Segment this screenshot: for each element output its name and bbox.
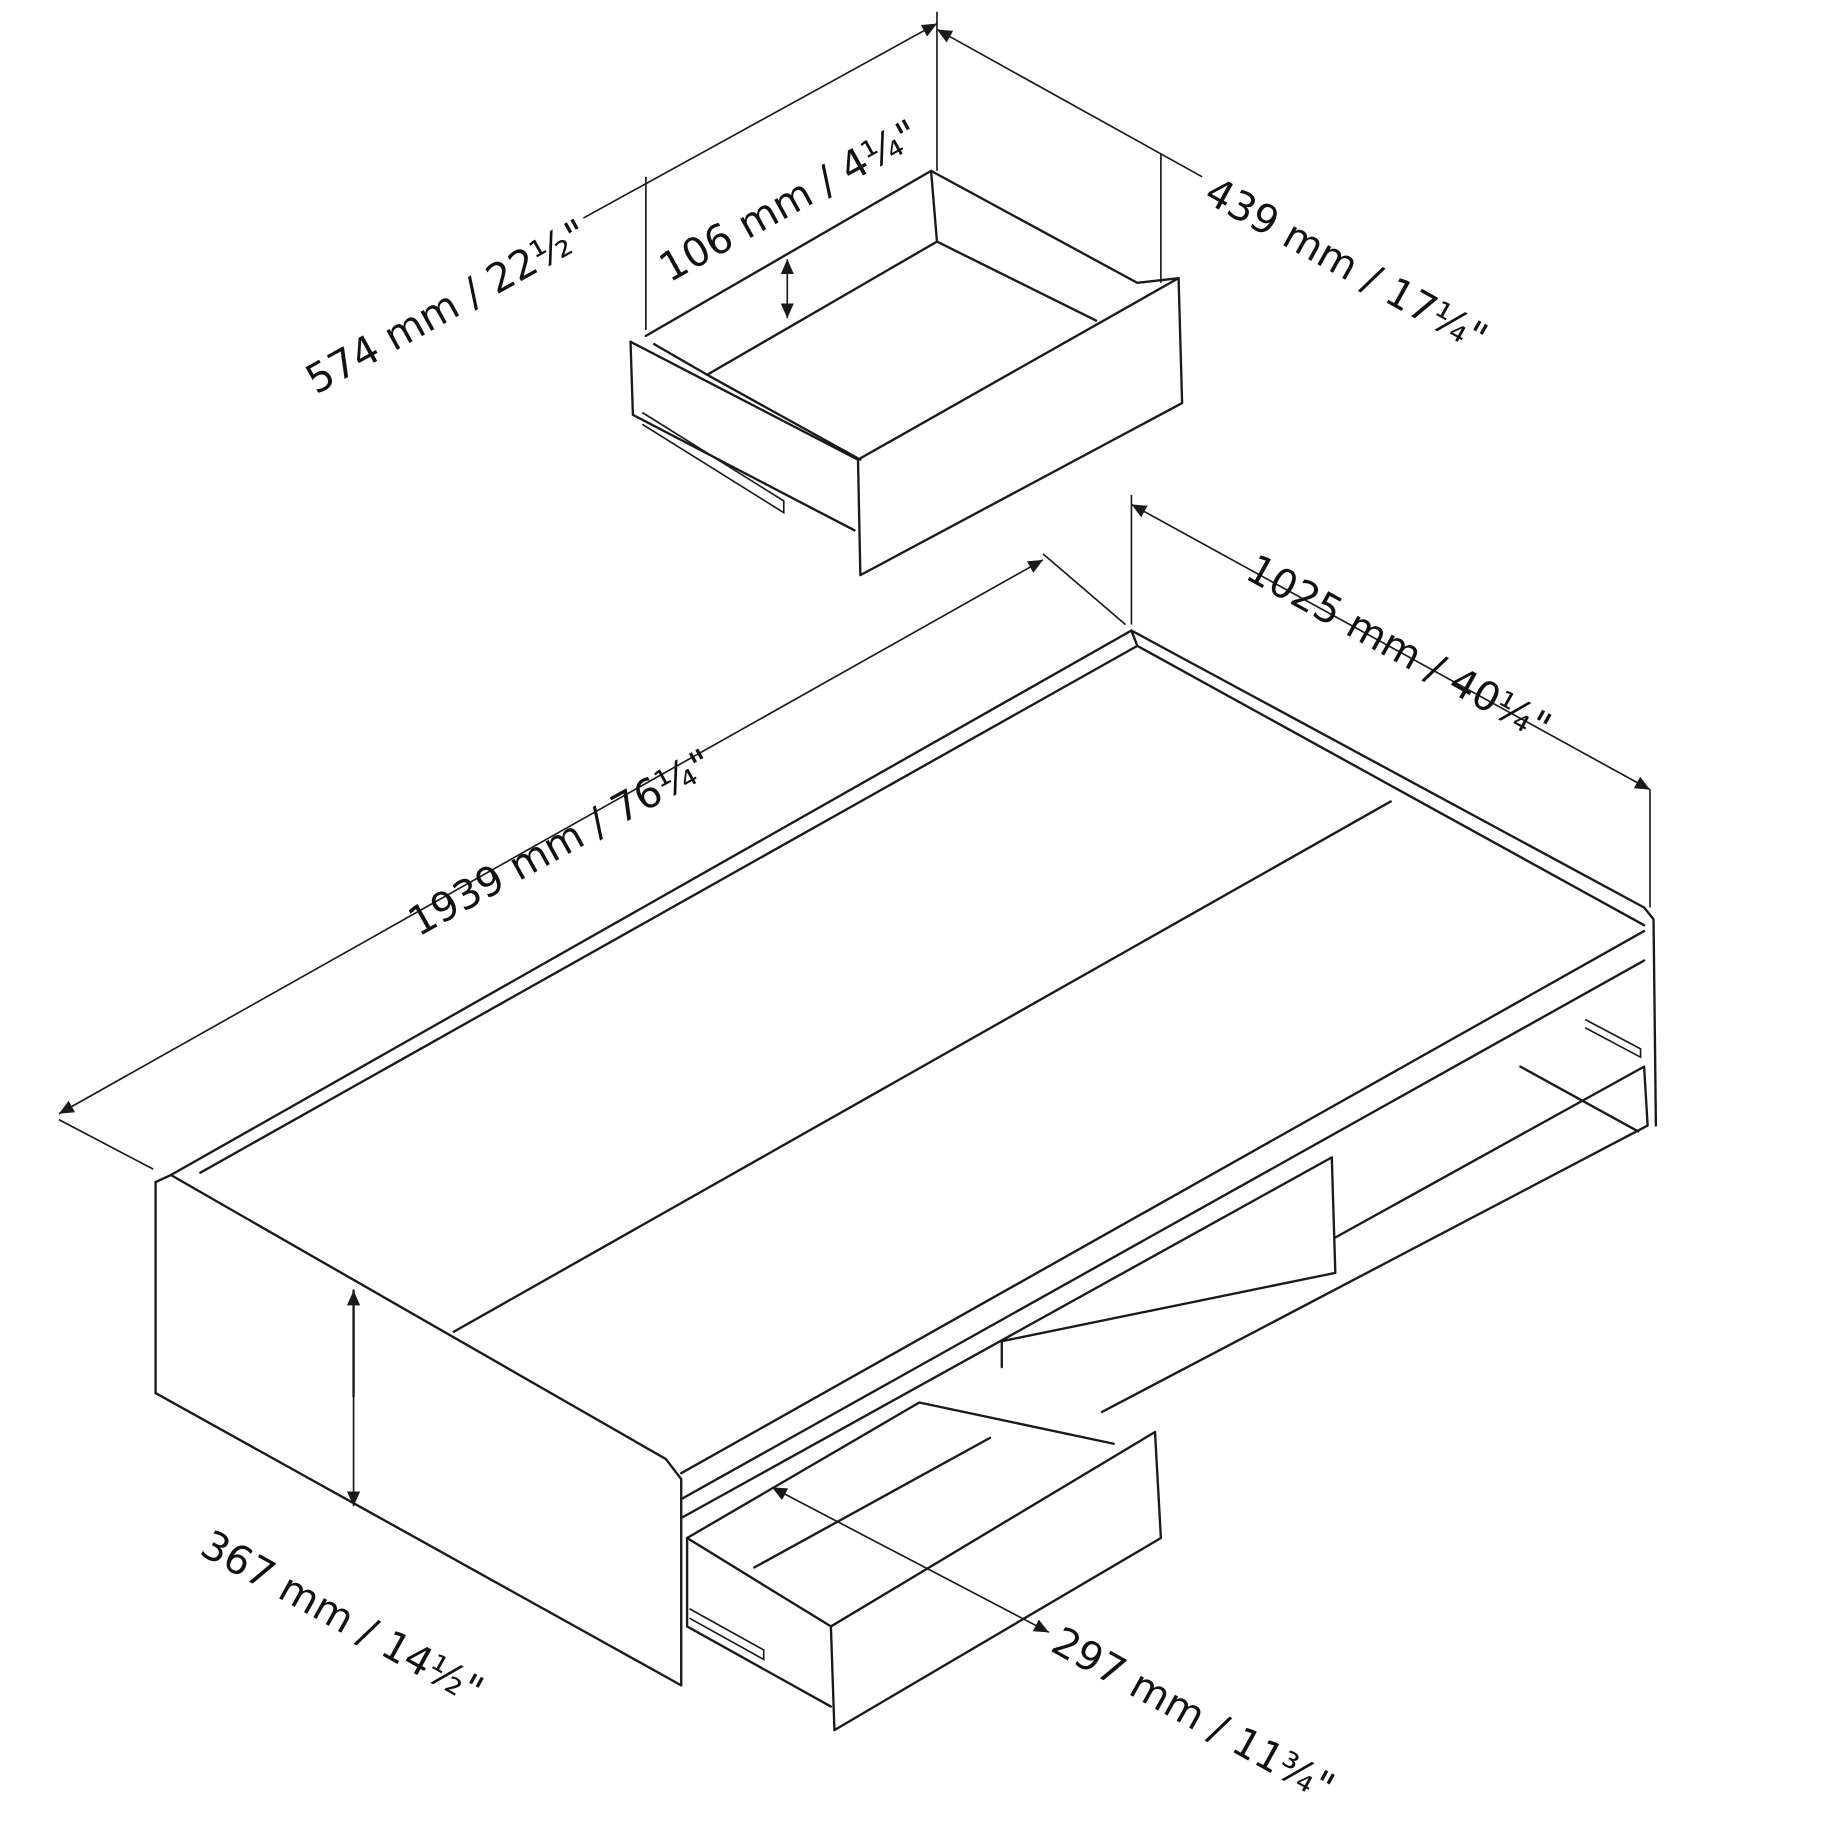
label-bed-height: 367 mm / 14½" bbox=[193, 1522, 490, 1715]
label-drawer-opening: 297 mm / 11¾" bbox=[1044, 1619, 1341, 1812]
label-drawer-depth: 574 mm / 22½" bbox=[298, 211, 595, 404]
bed-dimension-lines bbox=[58, 495, 1651, 1634]
loose-drawer bbox=[629, 169, 1184, 577]
label-drawer-height: 106 mm / 4¼" bbox=[652, 111, 927, 291]
mattress-seam bbox=[452, 800, 1392, 1333]
bed-frame bbox=[154, 629, 1658, 1732]
drawer-dimension-lines bbox=[582, 11, 1203, 330]
label-drawer-width: 439 mm / 17¼" bbox=[1197, 169, 1494, 362]
label-bed-length: 1939 mm / 76¼" bbox=[401, 741, 721, 946]
drawer-front bbox=[856, 276, 1184, 577]
drawer-slide bbox=[641, 411, 785, 515]
label-bed-width: 1025 mm / 40¼" bbox=[1239, 546, 1559, 751]
